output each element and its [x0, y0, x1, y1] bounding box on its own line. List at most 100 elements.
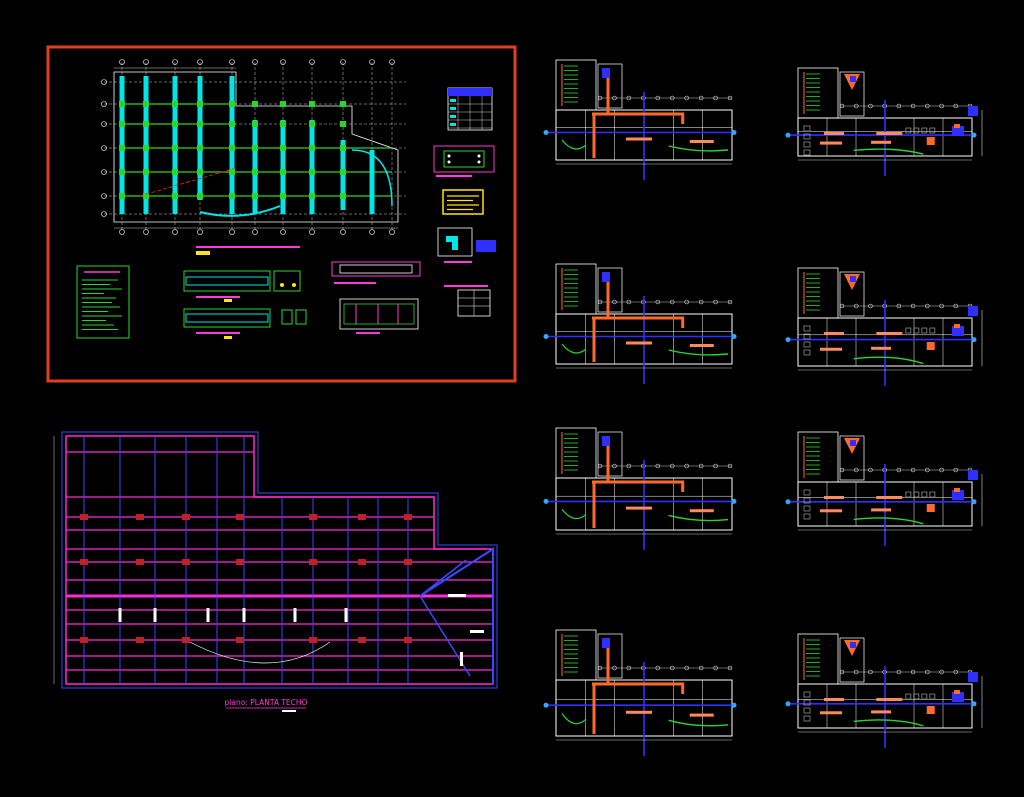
column-icon: [119, 193, 125, 199]
column-icon: [404, 559, 412, 565]
beam-section-details: [183, 270, 307, 339]
column-icon: [280, 121, 286, 127]
structural-plan: [101, 59, 406, 235]
north-arrow-icon: [785, 132, 791, 138]
column-icon: [280, 101, 286, 107]
north-arrow-icon: [543, 334, 549, 339]
column-icon: [236, 637, 244, 643]
column-icon: [309, 145, 315, 151]
column-icon: [119, 101, 125, 107]
l-column-detail: [437, 227, 496, 263]
column-icon: [172, 193, 178, 199]
north-arrow-icon: [785, 337, 791, 343]
north-arrow-icon: [543, 702, 549, 708]
column-icon: [252, 101, 258, 107]
column-icon: [280, 145, 286, 151]
floor-plan-sheet: [543, 59, 737, 180]
column-icon: [143, 193, 149, 199]
column-icon: [280, 169, 286, 175]
floor-plan-sheet: [543, 427, 737, 550]
floor-plan-sheet: [785, 267, 983, 386]
column-schedule-table: [447, 87, 493, 131]
general-notes-box: [76, 265, 130, 339]
sheet-border: [46, 45, 517, 383]
column-icon: [80, 637, 88, 643]
column-icon: [172, 169, 178, 175]
column-strip: [369, 150, 375, 214]
column-icon: [136, 559, 144, 565]
column-icon: [197, 145, 203, 151]
north-arrow-icon: [785, 499, 791, 505]
floor-plan-sheet: [543, 263, 737, 384]
column-icon: [229, 101, 235, 107]
column-icon: [358, 514, 366, 520]
column-icon: [309, 101, 315, 107]
north-arrow-icon: [543, 130, 549, 135]
column-icon: [280, 193, 286, 199]
column-strip: [252, 120, 258, 214]
column-icon: [236, 559, 244, 565]
column-icon: [197, 169, 203, 175]
reinforcement-table: [444, 285, 491, 317]
column-icon: [119, 169, 125, 175]
column-icon: [197, 193, 203, 199]
column-icon: [136, 514, 144, 520]
column-strip: [280, 120, 286, 214]
column-icon: [143, 169, 149, 175]
north-arrow-icon: [543, 498, 549, 504]
column-icon: [404, 637, 412, 643]
roof-plan-title: plano: PLANTA TECHO: [225, 698, 308, 707]
column-icon: [252, 121, 258, 127]
column-icon: [340, 101, 346, 107]
column-icon: [340, 145, 346, 151]
floor-plan-sheets: [543, 59, 983, 756]
column-icon: [358, 559, 366, 565]
structural-sheet: [46, 45, 517, 383]
column-icon: [119, 145, 125, 151]
floor-plan-sheet: [785, 431, 983, 546]
floor-plan-sheet: [785, 633, 983, 748]
column-icon: [182, 514, 190, 520]
column-strip: [197, 76, 203, 200]
footing-section-detail: [331, 261, 421, 334]
column-icon: [309, 169, 315, 175]
column-icon: [309, 514, 317, 520]
column-icon: [80, 559, 88, 565]
column-icon: [143, 121, 149, 127]
column-icon: [119, 121, 125, 127]
column-icon: [252, 145, 258, 151]
floor-plan-sheet: [543, 629, 737, 756]
column-icon: [252, 193, 258, 199]
column-icon: [404, 514, 412, 520]
column-icon: [340, 193, 346, 199]
roof-plan: plano: PLANTA TECHO: [53, 431, 498, 712]
column-icon: [252, 169, 258, 175]
column-icon: [309, 193, 315, 199]
column-icon: [229, 145, 235, 151]
column-icon: [172, 145, 178, 151]
column-strip: [309, 120, 315, 214]
column-icon: [236, 514, 244, 520]
column-icon: [309, 121, 315, 127]
column-icon: [229, 169, 235, 175]
specification-note: [442, 189, 484, 215]
column-icon: [197, 101, 203, 107]
column-icon: [80, 514, 88, 520]
column-icon: [358, 637, 366, 643]
plan-caption: [196, 246, 300, 255]
north-arrow-icon: [785, 701, 791, 707]
column-icon: [172, 101, 178, 107]
plan-outline: [113, 71, 399, 223]
column-detail: [433, 145, 495, 177]
column-icon: [136, 637, 144, 643]
column-icon: [340, 121, 346, 127]
column-icon: [309, 559, 317, 565]
column-icon: [143, 101, 149, 107]
column-icon: [229, 121, 235, 127]
column-icon: [182, 637, 190, 643]
column-icon: [229, 193, 235, 199]
floor-plan-sheet: [785, 67, 983, 176]
column-icon: [172, 121, 178, 127]
